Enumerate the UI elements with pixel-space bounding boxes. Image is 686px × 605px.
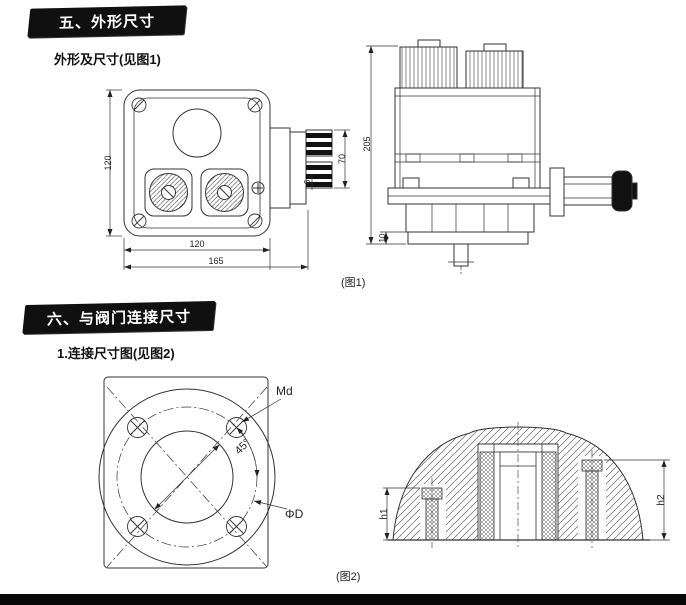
figure2-section-view: h1 h2 (379, 422, 670, 550)
valve-section-outline (388, 422, 650, 550)
label-bolt-circle-diameter: ΦD (285, 507, 304, 521)
dim-thread-depth-h1: h1 (379, 508, 390, 520)
cross-screw-icon (251, 181, 265, 195)
section6-badge-label: 六、与阀门连接尺寸 (46, 308, 192, 329)
fig2-section-dimension-lines (383, 459, 670, 541)
figure2-flange-view: Md 45° ΦD (98, 376, 304, 569)
dim-front-width: 120 (189, 239, 204, 249)
dim-gland-step: 6 (303, 179, 312, 184)
figure1-front-view: 120 120 165 70 6 (103, 89, 350, 270)
dim-front-total-width: 165 (208, 256, 223, 266)
cable-gland-icons (305, 129, 333, 189)
section5-subtitle: 外形及尺寸(见图1) (54, 52, 161, 67)
dim-front-height: 120 (103, 155, 113, 170)
label-bolt-angle: 45° (233, 437, 253, 457)
dim-side-base-plate: 10 (378, 233, 387, 242)
actuator-front-outline (123, 89, 333, 237)
dim-gland-span: 70 (337, 154, 347, 164)
corner-screw-icons (131, 97, 263, 229)
fig1-front-dimension-lines (106, 89, 350, 270)
dim-side-total-height: 205 (362, 136, 372, 151)
figure1-caption: (图1) (341, 277, 366, 289)
figure2-caption: (图2) (336, 571, 361, 583)
manual-override-handle (549, 167, 638, 217)
section5-badge: 五、外形尺寸 (27, 5, 187, 38)
section6-subtitle: 1.连接尺寸图(见图2) (57, 346, 175, 361)
label-thread-size: Md (276, 384, 293, 398)
flange-outline (98, 376, 288, 569)
fig1-side-dimension-lines (366, 45, 406, 245)
footer-bar (0, 594, 686, 605)
dim-thread-depth-h2: h2 (656, 494, 667, 506)
section6-badge: 六、与阀门连接尺寸 (22, 301, 216, 334)
figure1-side-view: 205 10 (362, 39, 638, 274)
actuator-side-outline (387, 39, 638, 274)
section5-badge-label: 五、外形尺寸 (58, 13, 156, 32)
